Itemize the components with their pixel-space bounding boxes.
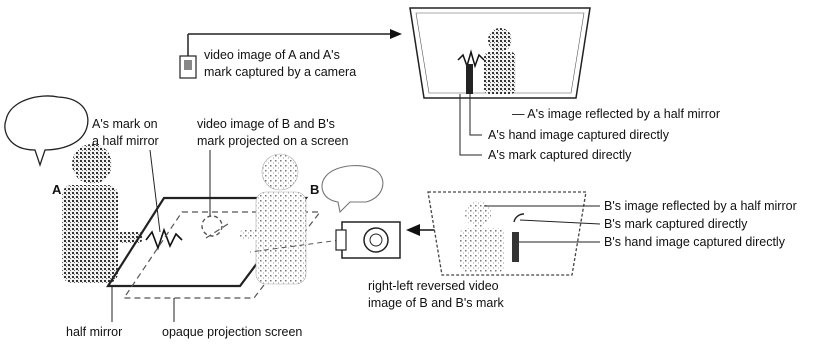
person-a xyxy=(62,144,142,283)
monitor-label-mark: A's mark captured directly xyxy=(488,148,632,162)
person-b-label: B xyxy=(310,182,319,197)
b-label-reflected: B's image reflected by a half mirror xyxy=(604,199,797,213)
mark-on-mirror-line2: a half mirror xyxy=(92,134,159,148)
monitor-b-view xyxy=(428,192,586,275)
bottom-leaders xyxy=(112,286,174,322)
reversed-line2: image of B and B's mark xyxy=(368,296,505,310)
camera-caption-line2: mark captured by a camera xyxy=(204,65,356,79)
a-mark-on-mirror xyxy=(146,230,182,248)
projected-line2: mark projected on a screen xyxy=(197,134,349,148)
person-b-image xyxy=(240,154,306,284)
b-label-mark: B's mark captured directly xyxy=(604,217,748,231)
mark-on-mirror-leader xyxy=(150,150,160,232)
half-mirror-label: half mirror xyxy=(66,325,122,339)
projected-line1: video image of B and B's xyxy=(197,117,335,131)
a-hand-image xyxy=(466,64,473,94)
a-reflection-silhouette xyxy=(484,28,516,94)
arrow-to-monitor-icon xyxy=(390,29,402,39)
monitor-a-view xyxy=(410,8,590,98)
monitor-leaders xyxy=(460,94,482,155)
projector xyxy=(336,222,400,258)
monitor-label-hand: A's hand image captured directly xyxy=(488,128,670,142)
b-label-hand: B's hand image captured directly xyxy=(604,235,786,249)
mark-on-mirror-line1: A's mark on xyxy=(92,117,158,131)
reversed-line1: right-left reversed video xyxy=(368,279,499,293)
opaque-screen-label: opaque projection screen xyxy=(162,325,302,339)
b-projection-circle xyxy=(202,216,222,236)
b-hand-image xyxy=(512,232,519,262)
person-a-label: A xyxy=(52,182,62,197)
speech-bubble-b xyxy=(322,166,383,212)
monitor-label-reflected: — A's image reflected by a half mirror xyxy=(512,107,720,121)
camera-caption-line1: video image of A and A's xyxy=(204,48,340,62)
